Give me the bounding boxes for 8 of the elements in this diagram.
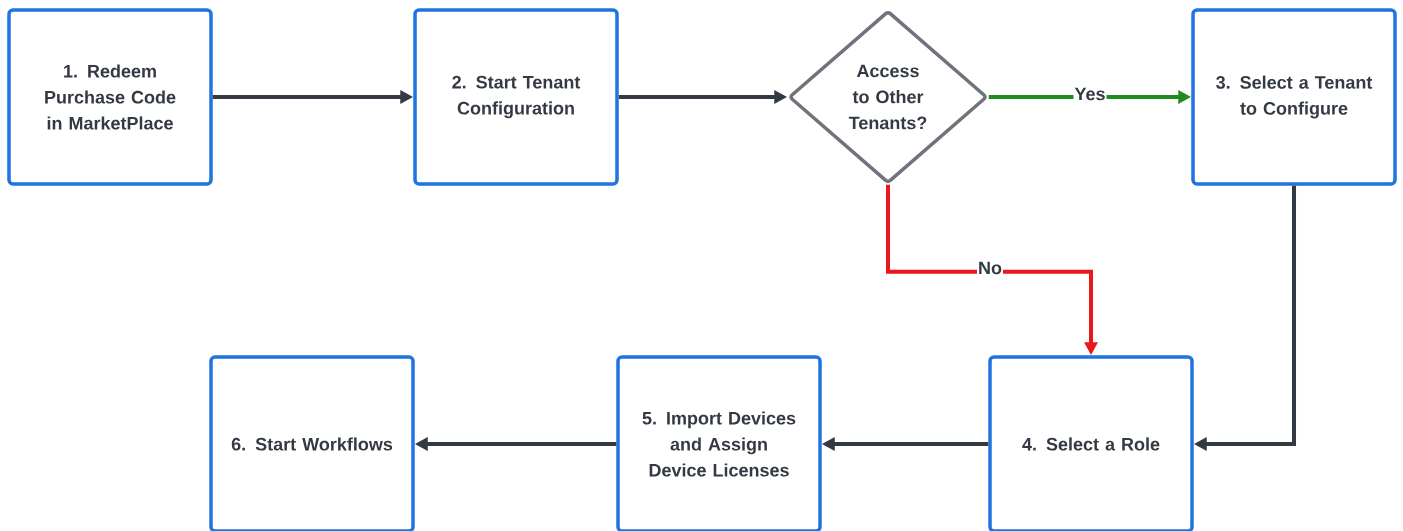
edge-label: No (977, 260, 1003, 276)
process-box: 1. Redeem Purchase Code in MarketPlace (7, 8, 213, 186)
process-box: 3. Select a Tenant to Configure (1191, 8, 1397, 186)
edge-label: Yes (1073, 86, 1107, 102)
process-box: 4. Select a Role (988, 355, 1194, 531)
process-box: 2. Start Tenant Configuration (413, 8, 619, 186)
process-box: 6. Start Workflows (209, 355, 415, 531)
process-box: 5. Import Devices and Assign Device Licenses (616, 355, 822, 531)
